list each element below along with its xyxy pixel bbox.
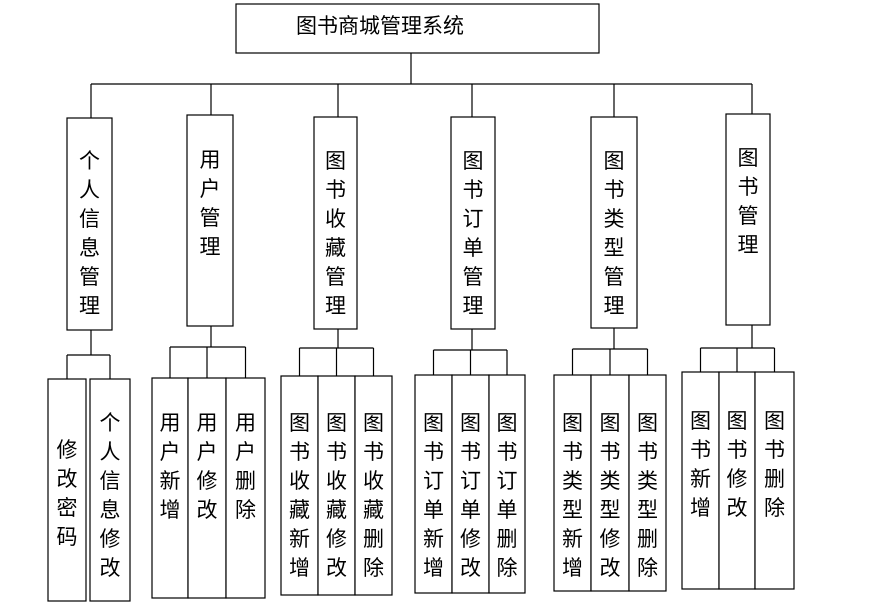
module-box: [725, 113, 771, 326]
leaf-label: 图书删除: [764, 409, 785, 520]
leaf-label: 图书类型新增: [562, 411, 583, 580]
root-box: [235, 3, 600, 54]
leaf-box: [488, 374, 526, 594]
leaf-box: [47, 378, 87, 602]
module-label: 图书订单管理: [463, 149, 484, 318]
root-title: 图书商城管理系统: [296, 14, 464, 38]
module-label: 图书收藏管理: [325, 149, 346, 318]
module-box: [66, 117, 113, 331]
leaf-label: 用户修改: [197, 411, 218, 522]
root-node: 图书商城管理系统: [235, 3, 600, 54]
leaf-box: [89, 378, 131, 602]
connector-lines: [66, 53, 776, 379]
module-nodes: 个人信息管理 用户管理 图书收藏管理 图书订单管理 图书类型管理 图书管理: [66, 113, 771, 331]
leaf-label: 图书订单删除: [497, 411, 518, 580]
module-box: [450, 116, 496, 330]
leaf-label: 图书收藏修改: [326, 411, 347, 580]
leaf-label: 修改密码: [57, 438, 78, 549]
leaf-label: 图书订单新增: [423, 411, 444, 580]
module-label: 图书管理: [738, 146, 759, 257]
leaf-box: [414, 374, 453, 594]
leaf-label: 图书类型删除: [637, 411, 658, 580]
module-box: [313, 116, 358, 330]
leaf-label: 图书类型修改: [600, 411, 621, 580]
leaf-box: [754, 371, 795, 590]
module-box: [590, 116, 638, 329]
module-box: [186, 114, 234, 327]
leaf-box: [590, 374, 630, 592]
module-label: 用户管理: [200, 148, 221, 259]
leaf-label: 图书修改: [727, 409, 748, 520]
leaf-label: 图书收藏新增: [289, 411, 310, 580]
leaf-box: [280, 375, 319, 596]
leaf-label: 用户新增: [160, 411, 181, 522]
module-label: 图书类型管理: [604, 149, 625, 318]
leaf-box: [628, 374, 667, 592]
module-label: 个人信息管理: [79, 149, 100, 318]
leaf-box: [225, 377, 266, 599]
leaf-box: [451, 374, 490, 594]
leaf-box: [354, 375, 393, 596]
leaf-box: [187, 377, 227, 599]
leaf-label: 用户删除: [235, 411, 256, 522]
leaf-label: 图书订单修改: [460, 411, 481, 580]
leaf-label: 个人信息修改: [100, 411, 121, 580]
leaf-label: 图书收藏删除: [363, 411, 384, 580]
leaf-label: 图书新增: [690, 409, 711, 520]
